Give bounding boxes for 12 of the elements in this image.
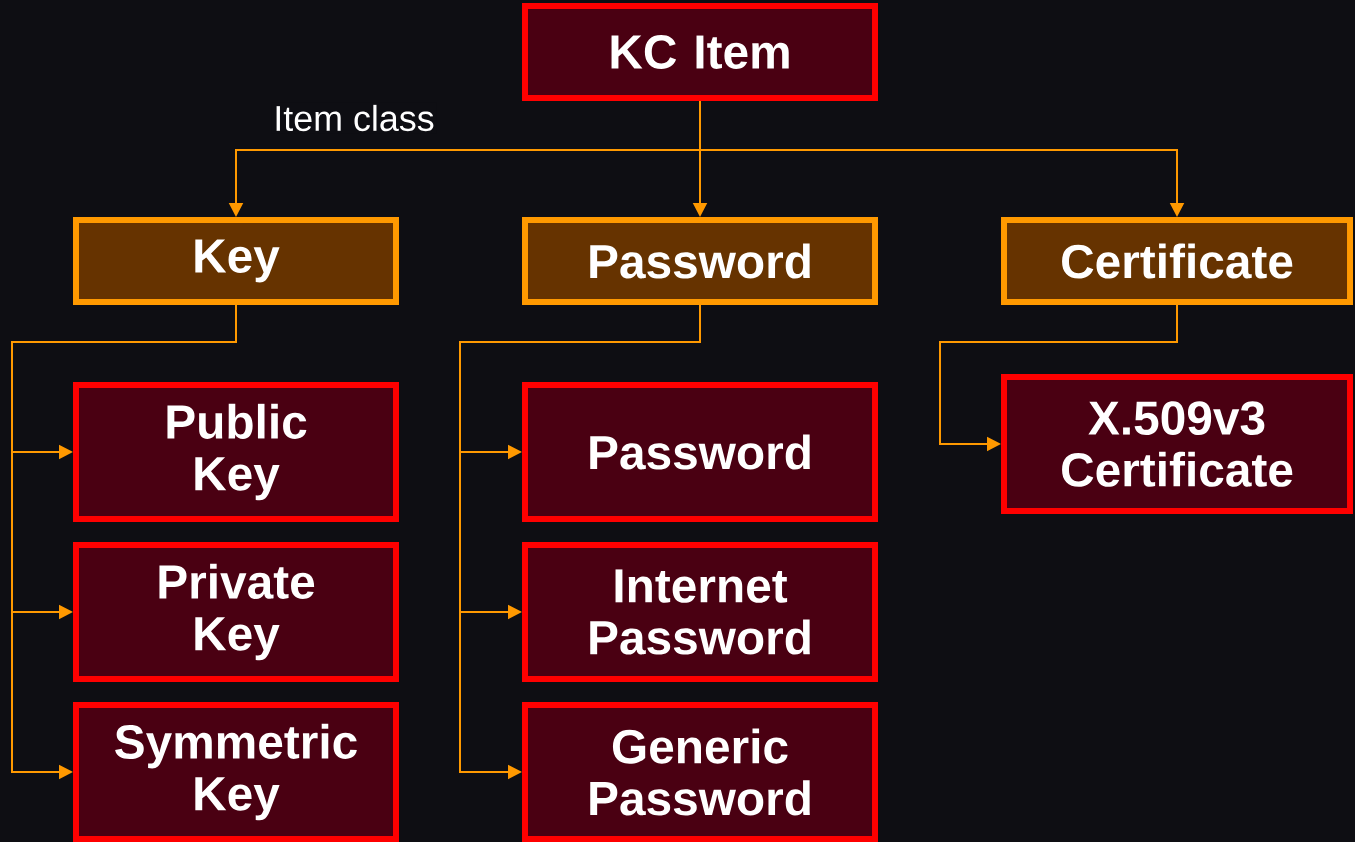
item-box: X.509v3 Certificate [1001, 374, 1353, 514]
class-box: Key [73, 217, 399, 305]
class-box: Certificate [1001, 217, 1353, 305]
item-box: Internet Password [522, 542, 878, 682]
item-box: Symmetric Key [73, 702, 399, 842]
item-box: Private Key [73, 542, 399, 682]
item-box: Password [522, 382, 878, 522]
item-box: KC Item [522, 3, 878, 101]
edge-label: Item class [271, 102, 437, 134]
item-box: Generic Password [522, 702, 878, 842]
item-box: Public Key [73, 382, 399, 522]
class-box: Password [522, 217, 878, 305]
